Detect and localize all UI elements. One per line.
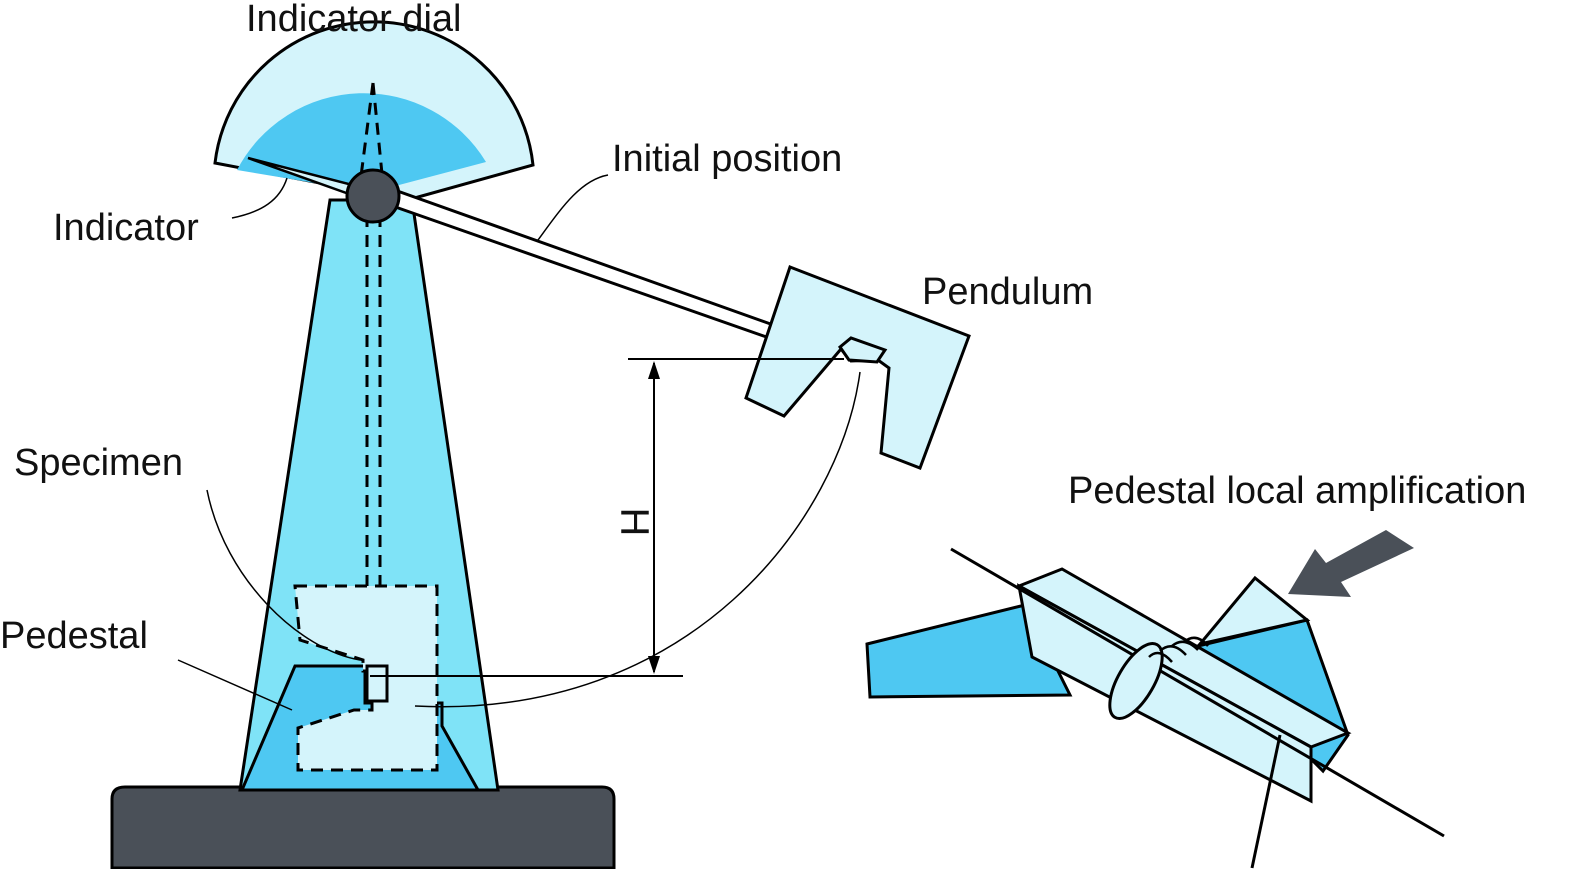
label-indicator: Indicator	[53, 207, 199, 249]
leader-pedestal	[177, 659, 293, 711]
dial-needle-dashed	[371, 82, 385, 185]
amp-right-block	[1196, 575, 1311, 647]
amp-specimen-end	[1108, 642, 1164, 720]
leader-specimen	[206, 489, 361, 661]
label-indicator-dial: Indicator dial	[246, 0, 462, 40]
specimen	[365, 664, 389, 703]
amp-specimen-notch	[1148, 636, 1209, 663]
h-arrow-top	[648, 361, 660, 379]
amp-cut-line	[950, 547, 1445, 838]
h-arrow-bottom	[648, 656, 660, 674]
amp-left-wing	[865, 603, 1073, 699]
swing-trajectory	[414, 371, 861, 708]
machine-base	[110, 785, 616, 869]
label-pendulum: Pendulum	[922, 271, 1094, 313]
label-pedestal: Pedestal	[0, 615, 148, 657]
amp-cut-line	[1250, 734, 1282, 869]
dial-needle-dashed	[358, 82, 375, 185]
pendulum-arm	[382, 186, 781, 342]
label-specimen: Specimen	[14, 442, 183, 484]
amp-arrow	[1288, 530, 1414, 597]
label-initial-position: Initial position	[612, 138, 843, 180]
hammer-striker	[837, 336, 888, 364]
leader-initial-position	[537, 174, 609, 241]
label-pedestal-local-amplification: Pedestal local amplification	[1068, 470, 1527, 512]
label-height-h: H	[612, 507, 657, 537]
pivot	[345, 168, 401, 224]
amp-anvil-front	[1016, 583, 1313, 804]
indicator-dial-scale	[237, 93, 486, 190]
hanging-pendulum-outline	[293, 584, 439, 772]
leader-indicator	[231, 177, 288, 219]
